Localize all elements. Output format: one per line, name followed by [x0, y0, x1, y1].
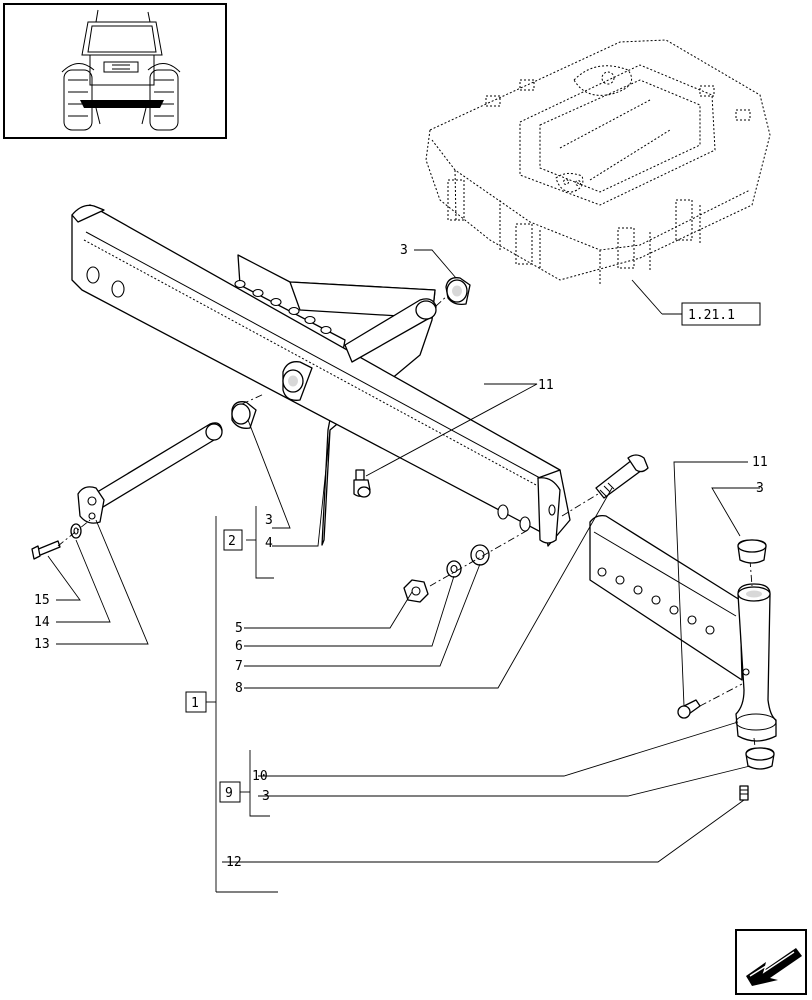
bushing-right-top	[737, 539, 767, 564]
group-box-1[interactable]	[185, 691, 207, 713]
front-drawbar	[71, 204, 571, 547]
group-box-2[interactable]	[223, 529, 243, 551]
group-label-1: 1	[191, 696, 199, 711]
callout-4-group: 4	[265, 536, 273, 551]
reference-box[interactable]	[681, 302, 761, 326]
callout-13: 13	[34, 637, 50, 652]
callout-3-bottom: 3	[262, 789, 270, 804]
callout-11-right: 11	[752, 455, 768, 470]
callout-3-top: 3	[400, 243, 408, 258]
pivot-pin-13	[77, 422, 223, 524]
group-box-9[interactable]	[219, 781, 241, 803]
callout-15: 15	[34, 593, 50, 608]
ref-leader-line	[631, 279, 663, 315]
chassis-reference-outline	[425, 39, 771, 285]
group-label-2: 2	[228, 534, 236, 549]
washer-6	[446, 560, 462, 578]
callout-12: 12	[226, 855, 242, 870]
tractor-rear-view-icon	[61, 9, 181, 131]
callout-5: 5	[235, 621, 243, 636]
reference-label: 1.21.1	[688, 308, 735, 323]
next-page-arrow-icon[interactable]	[735, 929, 807, 995]
callout-7: 7	[235, 659, 243, 674]
callout-6: 6	[235, 639, 243, 654]
right-side-arm	[589, 514, 777, 742]
callout-8: 8	[235, 681, 243, 696]
callout-11-top: 11	[538, 378, 554, 393]
lower-bushing	[231, 401, 257, 429]
grease-nipple-right	[677, 699, 701, 719]
callout-14: 14	[34, 615, 50, 630]
nut-5	[403, 579, 429, 603]
bushing-top	[445, 277, 471, 306]
bushing-right-bottom	[745, 747, 775, 770]
bolt-8	[595, 454, 649, 499]
callout-3-group: 3	[265, 513, 273, 528]
bolt-15	[31, 540, 61, 560]
callout-3-right: 3	[756, 481, 764, 496]
leader-lines	[47, 249, 760, 893]
tractor-thumbnail	[3, 3, 227, 139]
spacer-7	[470, 544, 490, 566]
callout-10: 10	[252, 769, 268, 784]
grease-nipple-center	[353, 469, 371, 498]
washer-14	[70, 523, 82, 539]
group-label-9: 9	[225, 786, 233, 801]
set-screw-12	[739, 785, 749, 801]
